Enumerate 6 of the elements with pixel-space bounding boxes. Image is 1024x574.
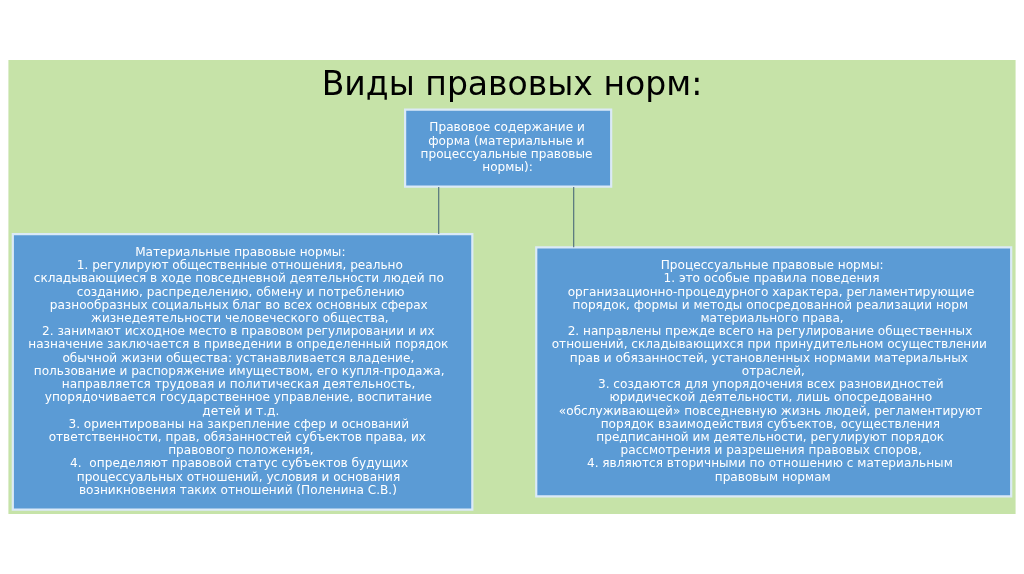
node-box: Материальные правовые нормы: 1. регулируют общественные отношения, реально складывающиеся в ходе повседневной деятельности людей по созданию, распределению, обмену и потреблению разнообразных социальных благ во всех основных сферах жизнедеятельности человеческого общества, 2. занимают исходное место в правовом регулировании и их назначение заключается в приведении в определенный порядок обычной жизни общества: устанавливается владение, пользование и распоряжение имуществом, его купля-продажа, направляется трудовая и политическая деятельность, упорядочивается государственное управление, воспитание детей и т.д. 3. ориентированы на закрепление сфер и оснований ответственности, прав, обязанностей субъектов права, их правового положения, 4. определяют правовой статус субъектов будущих процессуальных отношений, условия и основания возникновения таких отношений (Поленина С.В.) [11,233,474,511]
node-box: Правовое содержание и форма (материальные и процессуальные правовые нормы): [404,108,613,188]
connector [573,186,575,248]
connector [438,186,440,235]
node-box: Процессуальные правовые нормы: 1. это особые правила поведения организационно-процедурного характера, регламентирующие порядок, формы и методы опосредованной реализации норм материального права, 2. направлены прежде всего на регулирование общественных отношений, складывающихся при принудительном осуществлении прав и обязанностей, установленных нормами материальных отраслей, 3. создаются для упорядочения всех разновидностей юридической деятельности, лишь опосредованно «обслуживающей» повседневную жизнь людей, регламентируют порядок взаимодействия субъектов, осуществления предписанной им деятельности, регулируют порядок рассмотрения и разрешения правовых споров, 4. являются вторичными по отношению с материальным правовым нормам [535,246,1013,498]
diagram-title: Виды правовых норм: [321,64,703,104]
